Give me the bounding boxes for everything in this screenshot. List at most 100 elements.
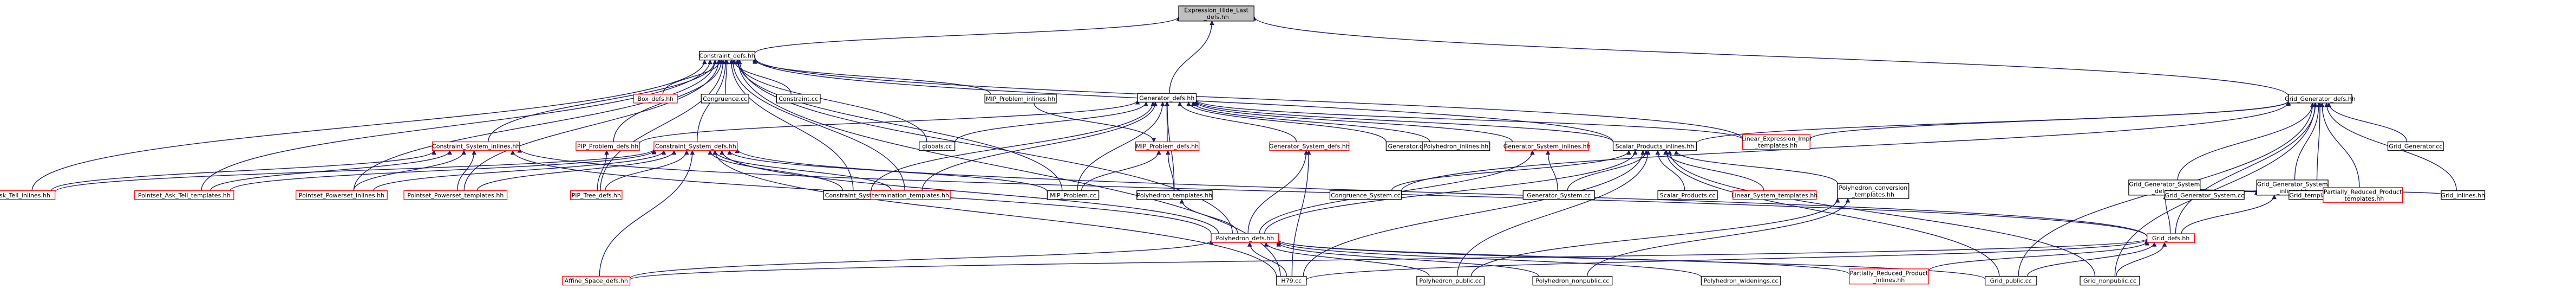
node-box-defs[interactable]: Box_defs.hh [633,94,678,104]
node-grid-defs[interactable]: Grid_defs.hh [2147,233,2195,243]
node-label: Grid_nonpublic.cc [2083,278,2136,285]
node-box [1742,134,1810,150]
node-mip-problem-cc[interactable]: MIP_Problem.cc [1047,190,1100,200]
node-generator-system-cc[interactable]: Generator_System.cc [1522,190,1595,200]
node-box [1701,275,1781,286]
node-pointset-ask-tell-inlines[interactable]: Pointset_Ask_Tell_inlines.hh [0,190,56,200]
edge-grid-nonpublic-cc-to-grid-defs [2115,242,2165,277]
node-generator-system-inlines[interactable]: Generator_System_inlines.hh [1503,141,1591,151]
node-grid-inlines[interactable]: Grid_inlines.hh [2441,190,2486,200]
edge-pointset-ask-tell-inlines-to-constraint-system-defs [54,149,655,193]
node-grid-generator-system-cc[interactable]: Grid_Generator_System.cc [2164,190,2245,200]
node-polyhedron-templates[interactable]: Polyhedron_templates.hh [1136,190,1213,200]
node-linear-expression-impl[interactable]: Linear_Expression_Impl_templates.hh [1742,134,1812,150]
node-partially-reduced-inlines[interactable]: Partially_Reduced_Product_inlines.hh [1849,268,1929,285]
node-grid-generator-system-defs[interactable]: Grid_Generator_System_defs.hh [2128,179,2201,196]
node-box [0,190,56,200]
node-grid-generator-cc[interactable]: Grid_Generator.cc [2387,141,2444,151]
node-affine-space-defs[interactable]: Affine_Space_defs.hh [562,275,631,286]
node-label: Box_defs.hh [637,95,674,102]
node-congruence-cc[interactable]: Congruence.cc [701,94,749,104]
node-globals-cc[interactable]: globals.cc [919,141,956,151]
node-box [2288,94,2352,104]
node-constraint-defs[interactable]: Constraint_defs.hh [699,50,756,61]
node-constraint-system-defs[interactable]: Constraint_System_defs.hh [653,141,738,151]
node-box [431,141,520,151]
edge-grid-generator-cc-to-grid-gen-defs [2328,102,2408,142]
edge-mip-inlines-to-constraint-defs [754,59,991,95]
arrowhead [690,150,695,155]
arrowhead [1151,138,1156,143]
node-polyhedron-defs[interactable]: Polyhedron_defs.hh [1211,233,1279,243]
node-pip-tree-defs[interactable]: PIP_Tree_defs.hh [570,190,623,200]
edge-linear-expression-impl-to-generator-defs [1195,99,1743,140]
edge-termination-templates-to-constraint-system-defs [714,150,892,191]
node-root[interactable]: Expression_Hide_Last_defs.hh [1178,5,1254,22]
node-partially-reduced-templates[interactable]: Partially_Reduced_Product_templates.hh [2323,187,2403,203]
node-label: _templates.hh [1755,142,1797,149]
node-label: globals.cc [922,143,952,150]
node-pointset-powerset-templates[interactable]: Pointset_Powerset_templates.hh [403,190,508,200]
node-box [570,190,623,200]
node-polyhedron-widenings-cc[interactable]: Polyhedron_widenings.cc [1701,275,1781,286]
edge-pointset-powerset-templates-to-constraint-system-defs [476,150,675,191]
edge-constraint-system-cc-to-constraint-system-defs [709,150,844,191]
node-label: Generator_defs.hh [1139,94,1194,101]
node-mip-inlines[interactable]: MIP_Problem_inlines.hh [984,94,1057,104]
arrowhead [1664,150,1669,155]
arrowhead [1845,197,1851,203]
node-grid-gen-defs[interactable]: Grid_Generator_defs.hh [2285,94,2356,104]
node-label: Grid_Generator_System [2129,181,2200,188]
arrowhead [2272,194,2277,200]
edge-linear-expression-impl-to-constraint-defs [754,57,1743,139]
node-box [701,94,749,104]
arrowhead [651,149,657,155]
node-box [1657,190,1718,200]
node-polyhedron-conversion[interactable]: Polyhedron_conversion_templates.hh [1837,183,1910,199]
arrowhead [1835,197,1840,203]
node-grid-public-cc[interactable]: Grid_public.cc [1984,275,2037,286]
node-grid-nonpublic-cc[interactable]: Grid_nonpublic.cc [2080,275,2140,286]
edge-constraint-cc-to-constraint-defs [734,60,792,94]
arrowhead [2319,102,2325,107]
arrowhead [1667,150,1672,155]
node-polyhedron-public-cc[interactable]: Polyhedron_public.cc [1416,275,1485,286]
node-generator-cc[interactable]: Generator.cc [1385,141,1428,151]
node-pointset-ask-tell-templates[interactable]: Pointset_Ask_Tell_templates.hh [134,190,234,200]
edge-mip-problem-cc-to-generator-defs [1077,102,1163,191]
node-constraint-cc[interactable]: Constraint.cc [776,94,821,104]
arrowhead [2324,102,2329,107]
node-label: Polyhedron_inlines.hh [1423,143,1488,150]
node-label: Pointset_Powerset_templates.hh [407,192,504,199]
node-scalar-products-cc[interactable]: Scalar_Products.cc [1657,190,1718,200]
edge-pointset-ask-tell-templates-to-constraint-system-defs [230,150,655,191]
node-congruence-system-cc[interactable]: Congruence_System.cc [1329,190,1402,200]
node-box [2147,233,2195,243]
node-constraint-system-inlines[interactable]: Constraint_System_inlines.hh [431,141,520,151]
node-box [1837,183,1910,199]
node-polyhedron-inlines[interactable]: Polyhedron_inlines.hh [1422,141,1490,151]
edge-affine-space-defs-to-polyhedron-defs [629,240,1212,279]
edge-constraint-system-inlines-to-constraint-defs [487,60,716,142]
node-box [2164,190,2245,200]
node-polyhedron-nonpublic-cc[interactable]: Polyhedron_nonpublic.cc [1532,275,1613,286]
node-termination-templates[interactable]: termination_templates.hh [870,190,951,200]
node-generator-system-defs[interactable]: Generator_System_defs.hh [1269,141,1350,151]
node-scalar-products-inlines[interactable]: Scalar_Products_inlines.hh [1612,141,1697,151]
edges-layer [31,16,2457,280]
node-pip-problem-defs[interactable]: PIP_Problem_defs.hh [576,141,640,151]
node-h79-cc[interactable]: H79.cc [1276,275,1307,286]
node-generator-defs[interactable]: Generator_defs.hh [1137,93,1197,103]
node-label: PIP_Problem_defs.hh [577,143,638,150]
edge-grid-generator-system-defs-to-grid-gen-defs [2177,102,2313,180]
edge-mip-problem-cc-to-mip-problem-defs [1081,150,1160,191]
node-linear-system-templates[interactable]: Linear_System_templates.hh [1731,190,1817,200]
arrowhead [1626,150,1631,155]
edge-pointset-powerset-inlines-to-constraint-system-inlines [353,150,465,191]
node-box [576,141,640,151]
node-mip-problem-defs[interactable]: MIP_Problem_defs.hh [1135,141,1200,151]
node-box [984,94,1057,104]
node-box [699,50,756,61]
arrowhead [510,150,515,155]
node-pointset-powerset-inlines[interactable]: Pointset_Powerset_inlines.hh [296,190,388,200]
